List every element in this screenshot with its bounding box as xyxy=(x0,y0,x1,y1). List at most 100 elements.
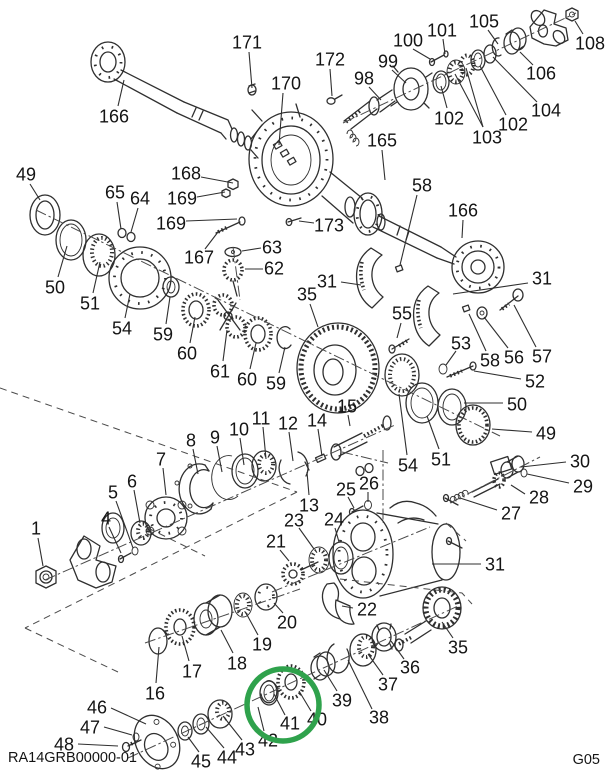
leader-101 xyxy=(442,38,446,55)
part-label-53[interactable]: 53 xyxy=(451,334,471,354)
part-label-167[interactable]: 167 xyxy=(184,248,214,268)
part-label-44[interactable]: 44 xyxy=(217,748,237,768)
part-label-25[interactable]: 25 xyxy=(336,480,356,500)
part-label-105[interactable]: 105 xyxy=(469,12,499,32)
part-label-58b[interactable]: 58 xyxy=(480,351,500,371)
part-label-39[interactable]: 39 xyxy=(332,691,352,711)
part-label-21[interactable]: 21 xyxy=(266,532,286,552)
part-label-30[interactable]: 30 xyxy=(570,452,590,472)
part-label-56[interactable]: 56 xyxy=(504,348,524,368)
part-label-100[interactable]: 100 xyxy=(393,31,423,51)
part-label-26[interactable]: 26 xyxy=(359,474,379,494)
highlight-circle-part-41 xyxy=(244,666,322,744)
part-label-54b[interactable]: 54 xyxy=(398,456,418,476)
part-label-49b[interactable]: 49 xyxy=(536,424,556,444)
part-label-14[interactable]: 14 xyxy=(307,411,327,431)
part-label-41[interactable]: 41 xyxy=(280,714,300,734)
leader-6 xyxy=(133,489,141,524)
part-label-7[interactable]: 7 xyxy=(156,450,166,470)
leader-166a xyxy=(117,79,125,107)
part-label-166a[interactable]: 166 xyxy=(99,107,129,127)
part-label-52[interactable]: 52 xyxy=(525,372,545,392)
part-label-65[interactable]: 65 xyxy=(105,183,125,203)
part-label-48[interactable]: 48 xyxy=(54,735,74,755)
part-label-28[interactable]: 28 xyxy=(529,488,549,508)
part-label-18[interactable]: 18 xyxy=(227,654,247,674)
part-label-103[interactable]: 103 xyxy=(472,128,502,148)
part-label-38[interactable]: 38 xyxy=(369,708,389,728)
part-label-29[interactable]: 29 xyxy=(573,477,593,497)
part-label-47[interactable]: 47 xyxy=(80,718,100,738)
part-label-16[interactable]: 16 xyxy=(145,684,165,704)
part-label-19[interactable]: 19 xyxy=(252,635,272,655)
part-label-106[interactable]: 106 xyxy=(526,64,556,84)
part-label-60b[interactable]: 60 xyxy=(237,370,257,390)
part-label-54a[interactable]: 54 xyxy=(112,319,132,339)
leader-10 xyxy=(239,437,245,466)
part-label-6[interactable]: 6 xyxy=(127,472,137,492)
part-label-50a[interactable]: 50 xyxy=(45,278,65,298)
leader-60b xyxy=(249,342,257,370)
part-label-37[interactable]: 37 xyxy=(378,675,398,695)
part-label-165[interactable]: 165 xyxy=(367,131,397,151)
part-label-36[interactable]: 36 xyxy=(400,658,420,678)
part-label-170[interactable]: 170 xyxy=(271,74,301,94)
part-label-61[interactable]: 61 xyxy=(210,362,230,382)
part-label-1[interactable]: 1 xyxy=(31,519,41,539)
part-label-60a[interactable]: 60 xyxy=(177,344,197,364)
part-label-4[interactable]: 4 xyxy=(101,509,111,529)
part-label-171[interactable]: 171 xyxy=(232,33,262,53)
part-label-31a[interactable]: 31 xyxy=(317,272,337,292)
part-label-11[interactable]: 11 xyxy=(252,409,271,429)
part-label-102a[interactable]: 102 xyxy=(498,115,528,135)
part-label-13[interactable]: 13 xyxy=(299,496,319,516)
part-label-12[interactable]: 12 xyxy=(278,414,298,434)
leader-42 xyxy=(257,706,265,732)
part-label-22[interactable]: 22 xyxy=(357,600,377,620)
part-label-23[interactable]: 23 xyxy=(284,511,304,531)
part-label-9[interactable]: 9 xyxy=(210,428,220,448)
part-label-51b[interactable]: 51 xyxy=(431,450,451,470)
part-label-62[interactable]: 62 xyxy=(264,259,284,279)
part-label-50b[interactable]: 50 xyxy=(507,395,527,415)
part-label-108[interactable]: 108 xyxy=(575,34,605,54)
leader-59a xyxy=(165,296,171,325)
part-label-8[interactable]: 8 xyxy=(186,431,196,451)
part-label-45[interactable]: 45 xyxy=(191,752,211,772)
part-label-27[interactable]: 27 xyxy=(501,504,521,524)
part-label-173[interactable]: 173 xyxy=(314,216,344,236)
leader-28 xyxy=(510,484,526,495)
part-label-24[interactable]: 24 xyxy=(324,510,344,530)
part-label-31b[interactable]: 31 xyxy=(532,269,552,289)
part-label-169b[interactable]: 169 xyxy=(156,214,186,234)
part-label-166b[interactable]: 166 xyxy=(448,201,478,221)
part-label-99[interactable]: 99 xyxy=(378,52,398,72)
part-label-43[interactable]: 43 xyxy=(235,740,255,760)
part-label-169a[interactable]: 169 xyxy=(167,189,197,209)
part-label-51a[interactable]: 51 xyxy=(80,294,100,314)
part-label-168[interactable]: 168 xyxy=(171,164,201,184)
part-label-46[interactable]: 46 xyxy=(87,698,107,718)
part-label-102b[interactable]: 102 xyxy=(434,109,464,129)
part-label-98[interactable]: 98 xyxy=(354,69,374,89)
part-label-55[interactable]: 55 xyxy=(392,304,412,324)
leader-61 xyxy=(222,329,228,362)
part-label-57[interactable]: 57 xyxy=(532,347,552,367)
part-label-35b[interactable]: 35 xyxy=(448,638,468,658)
part-label-58a[interactable]: 58 xyxy=(412,176,432,196)
part-label-104[interactable]: 104 xyxy=(531,101,561,121)
part-label-64[interactable]: 64 xyxy=(130,189,150,209)
part-label-101[interactable]: 101 xyxy=(427,21,457,41)
part-label-5[interactable]: 5 xyxy=(108,483,118,503)
part-label-20[interactable]: 20 xyxy=(277,613,297,633)
part-label-17[interactable]: 17 xyxy=(182,662,202,682)
part-label-63[interactable]: 63 xyxy=(262,238,282,258)
part-label-59b[interactable]: 59 xyxy=(266,374,286,394)
part-label-15[interactable]: 15 xyxy=(337,397,357,417)
part-label-35a[interactable]: 35 xyxy=(297,285,317,305)
part-label-10[interactable]: 10 xyxy=(229,420,249,440)
part-label-31c[interactable]: 31 xyxy=(485,555,505,575)
part-label-49a[interactable]: 49 xyxy=(16,165,36,185)
part-label-59a[interactable]: 59 xyxy=(153,325,173,345)
part-label-172[interactable]: 172 xyxy=(315,50,345,70)
